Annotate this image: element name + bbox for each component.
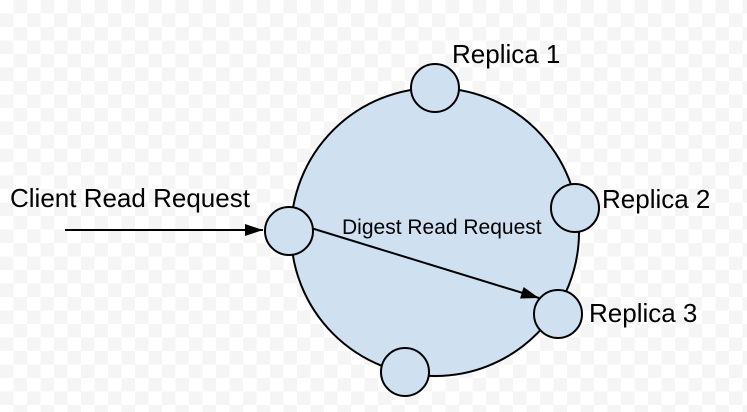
replica-3-node	[533, 289, 583, 339]
replica-3-label: Replica 3	[589, 298, 697, 328]
digest-read-request-label: Digest Read Request	[342, 216, 542, 239]
bottom-node	[380, 347, 430, 397]
replica-1-label: Replica 1	[452, 39, 560, 69]
replica-2-node	[550, 183, 600, 233]
coordinator-node	[264, 206, 314, 256]
replica-1-node	[410, 63, 460, 113]
client-read-request-label: Client Read Request	[10, 183, 251, 213]
replica-2-label: Replica 2	[602, 184, 710, 214]
digest-read-arrow	[310, 227, 540, 299]
